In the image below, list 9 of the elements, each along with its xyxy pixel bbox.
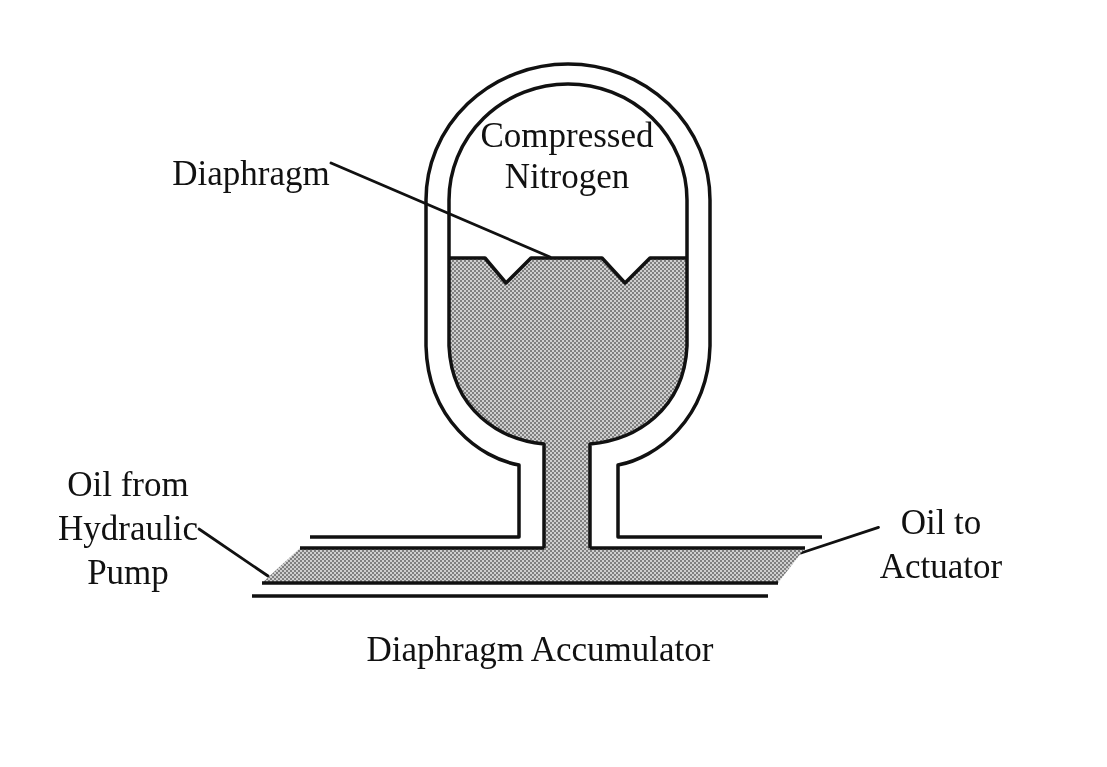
leader-line (799, 526, 880, 555)
region-label: Compressed Nitrogen (479, 115, 655, 197)
leader-line (197, 527, 270, 578)
diaphragm-membrane (449, 256, 687, 285)
caption: Diaphragm Accumulator (365, 629, 715, 671)
callout-label: Oil from Hydraulic Pump (57, 463, 199, 595)
callout-label: Oil to Actuator (878, 501, 1004, 589)
callout-label: Diaphragm (171, 152, 331, 196)
oil-fill (262, 546, 805, 585)
